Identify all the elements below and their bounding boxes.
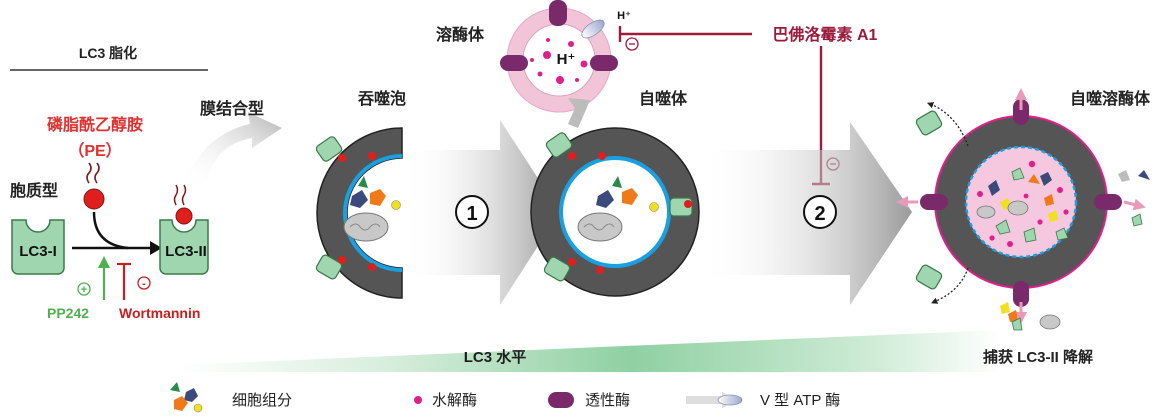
step1-label: 1 [466,203,477,225]
wortmannin-inhibition: - [117,262,151,300]
pp242-label: PP242 [47,305,89,321]
lc3-ii-label: LC3-II [165,243,207,260]
membrane-bound-label: 膜结合型 [200,99,264,118]
lc3-level-label: LC3 水平 [464,348,527,366]
lysosome: H⁺ [500,0,618,113]
lysosome-fusion-arrow [568,98,590,128]
conversion-arrowhead [150,241,162,255]
minus-sign-1: - [142,278,146,290]
pp242-activation: + [77,256,110,300]
lipidation-title: LC3 脂化 [79,45,137,61]
h-plus-outside: H⁺ [617,10,631,22]
step2-circle [803,195,837,229]
h-plus-inside: H⁺ [557,51,576,68]
pe-label-line1: 磷脂酰乙醇胺 [47,115,143,134]
autophagosome [530,127,700,297]
legend-hydrolase-icon [414,396,422,404]
bafilomycin-label: 巴佛洛霉素 A1 [773,25,878,44]
legend: 细胞组分 水解酶 透性酶 V 型 ATP 酶 [170,382,840,413]
legend-atpase-icon [686,392,743,408]
legend-cell-components-icon [170,382,203,413]
cytosolic-label: 胞质型 [9,181,58,200]
lc3-level-band [180,330,1000,372]
legend-hydrolase-label: 水解酶 [432,392,477,409]
released-lc3-ii [915,102,1150,331]
autolysosome [920,99,1122,307]
lc3-ii-protein: LC3-II [159,184,209,275]
legend-cell-components-label: 细胞组分 [232,392,292,409]
autophagosome-label: 自噬体 [639,89,688,108]
legend-atpase-label: V 型 ATP 酶 [760,392,840,409]
pe-molecule [83,162,105,210]
phagophore [315,127,403,299]
legend-permease-label: 透性酶 [585,392,630,409]
pe-label-line2: （PE） [68,142,121,160]
phagophore-label: 吞噬泡 [358,89,406,108]
legend-permease-icon [548,392,574,408]
transporter-efflux-arrows [896,88,1146,324]
capture-label: 捕获 LC3-II 降解 [983,348,1093,366]
membrane-arrow [186,112,282,186]
pe-join-curve [92,211,129,250]
plus-sign-1: + [81,284,87,296]
autolysosome-label: 自噬溶酶体 [1070,89,1151,108]
step2-label: 2 [814,203,825,225]
lysosome-label: 溶酶体 [436,25,485,44]
lc3-i-label: LC3-I [19,243,57,260]
step1-circle [455,195,489,229]
lc3-i-protein: LC3-I [11,219,65,275]
wortmannin-label: Wortmannin [119,305,200,321]
